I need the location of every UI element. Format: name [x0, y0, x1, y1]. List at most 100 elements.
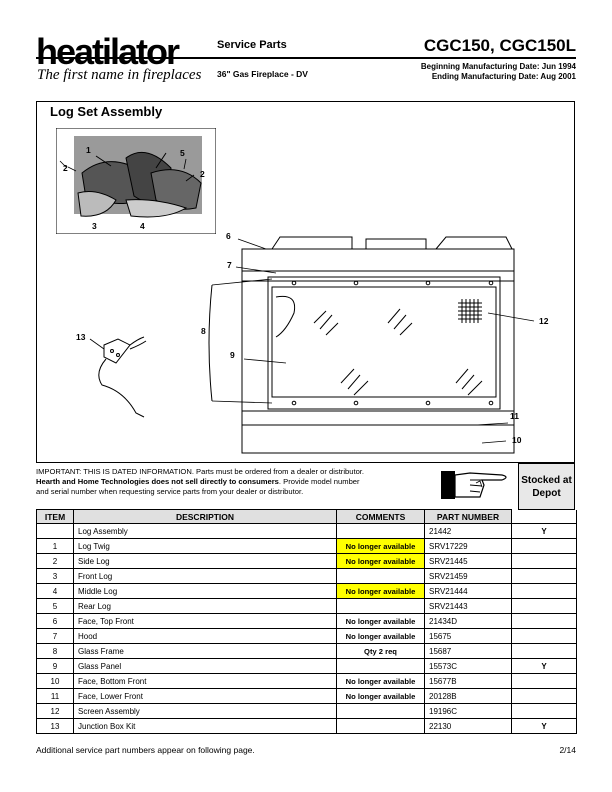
diagram-frame [36, 101, 575, 463]
begin-date: Beginning Manufacturing Date: Jun 1994 [420, 62, 576, 71]
item-cell: 7 [36, 628, 74, 644]
notice-bold: Hearth and Home Technologies does not se… [36, 477, 279, 486]
face-top-front [241, 248, 515, 272]
fireplace-drawing [59, 158, 535, 454]
page-number: 2/14 [559, 745, 576, 755]
item-cell: 11 [36, 688, 74, 704]
comment-cell: No longer available [336, 583, 425, 599]
comment-cell: No longer available [336, 613, 425, 629]
part-number-cell: SRV17229 [424, 538, 512, 554]
callout-5: 5 [180, 148, 185, 158]
comment-cell [336, 703, 425, 719]
item-cell: 8 [36, 643, 74, 659]
product-name: 36" Gas Fireplace - DV [217, 69, 308, 79]
glass-panel [271, 286, 497, 398]
stock-cell [511, 568, 577, 584]
callout-7: 7 [227, 260, 232, 270]
leader-lines [89, 238, 535, 444]
glass-frame [267, 276, 501, 410]
stock-cell [511, 613, 577, 629]
callout-2-right: 2 [200, 169, 205, 179]
stocked-at-depot-header: Stocked at Depot [518, 463, 575, 510]
notice-line-2-rest: . Provide model number [278, 477, 360, 486]
end-date: Ending Manufacturing Date: Aug 2001 [431, 72, 576, 81]
callout-9: 9 [230, 350, 235, 360]
callout-2-left: 2 [63, 163, 68, 173]
description-cell: Middle Log [73, 583, 337, 599]
log-leader-lines [59, 158, 195, 182]
comment-cell: No longer available [336, 538, 425, 554]
item-cell [36, 523, 74, 539]
col-header-stock [511, 509, 577, 524]
callout-12: 12 [539, 316, 549, 326]
footer-note: Additional service part numbers appear o… [36, 745, 255, 755]
junction-box [98, 336, 147, 418]
hood-top-mid [365, 238, 427, 249]
callout-13: 13 [76, 332, 86, 342]
item-cell: 10 [36, 673, 74, 689]
callout-6: 6 [226, 231, 231, 241]
part-number-cell: 21442 [424, 523, 512, 539]
description-cell: Screen Assembly [73, 703, 337, 719]
glass-hatch-4 [455, 368, 483, 396]
col-header-item: ITEM [36, 509, 74, 524]
col-header-description: DESCRIPTION [73, 509, 337, 524]
stock-cell [511, 688, 577, 704]
item-cell: 4 [36, 583, 74, 599]
item-cell: 5 [36, 598, 74, 614]
item-cell: 6 [36, 613, 74, 629]
frame-screws [291, 280, 494, 406]
brand-logo: heatilator [36, 31, 180, 72]
part-number-cell: 22130 [424, 718, 512, 734]
callout-3: 3 [92, 221, 97, 231]
callout-10: 10 [512, 435, 522, 445]
callout-1: 1 [86, 145, 91, 155]
glass-hatch-1 [313, 310, 339, 336]
description-cell: Rear Log [73, 598, 337, 614]
important-notice: IMPORTANT: THIS IS DATED INFORMATION. Pa… [36, 467, 436, 497]
stock-cell [511, 673, 577, 689]
log-set-illustration [56, 128, 216, 234]
hood-top-left [271, 236, 353, 250]
part-number-cell: 21434D [424, 613, 512, 629]
stock-cell: Y [511, 523, 577, 539]
glass-hatch-2 [387, 308, 413, 336]
description-cell: Face, Top Front [73, 613, 337, 629]
item-cell: 13 [36, 718, 74, 734]
item-cell: 2 [36, 553, 74, 569]
description-cell: Front Log [73, 568, 337, 584]
hood-top-right [435, 236, 513, 250]
notice-line-2: Hearth and Home Technologies does not se… [36, 477, 436, 487]
stock-cell [511, 628, 577, 644]
doc-type: Service Parts [217, 39, 287, 51]
part-number-cell: 15677B [424, 673, 512, 689]
part-number-cell: 19196C [424, 703, 512, 719]
stock-cell [511, 538, 577, 554]
description-cell: Glass Panel [73, 658, 337, 674]
comment-cell [336, 598, 425, 614]
screen-grid [458, 299, 482, 323]
callout-8: 8 [201, 326, 206, 336]
part-number-cell: 15687 [424, 643, 512, 659]
item-cell: 3 [36, 568, 74, 584]
part-number-cell: SRV21445 [424, 553, 512, 569]
col-header-part-number: PART NUMBER [424, 509, 512, 524]
comment-cell: No longer available [336, 673, 425, 689]
callout-4: 4 [140, 221, 145, 231]
description-cell: Log Assembly [73, 523, 337, 539]
part-number-cell: 20128B [424, 688, 512, 704]
comment-cell: No longer available [336, 688, 425, 704]
part-number-cell: SRV21443 [424, 598, 512, 614]
item-cell: 12 [36, 703, 74, 719]
part-number-cell: 15675 [424, 628, 512, 644]
description-cell: Log Twig [73, 538, 337, 554]
